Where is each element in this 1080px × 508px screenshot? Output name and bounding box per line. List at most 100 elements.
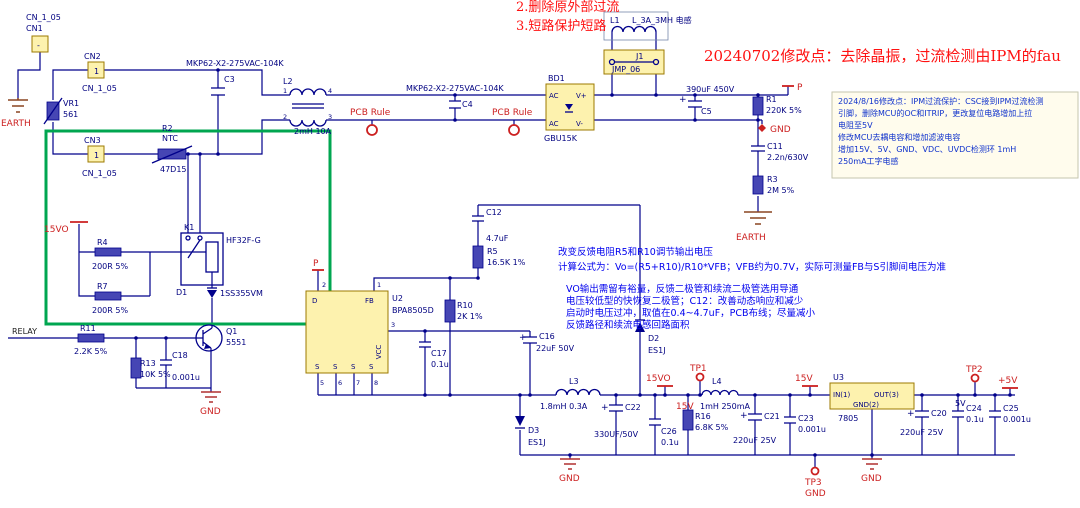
d3-value-label: ES1J [528, 438, 546, 447]
ic-u3[interactable]: U3 IN(1) OUT(3) GND(2) 7805 [829, 373, 915, 423]
capacitor-c4[interactable]: C4 [449, 100, 473, 109]
k1-body[interactable] [180, 232, 224, 286]
resistor-r3[interactable]: R3 2M 5% [752, 175, 795, 195]
connector-cn3[interactable]: CN3 1 CN_1_05 [82, 136, 117, 178]
u2-body[interactable] [305, 290, 389, 374]
u2-pin2-number: 2 [322, 281, 326, 289]
power-port-p-u2[interactable]: P [312, 259, 324, 271]
ntc-r2[interactable]: R2 NTC 47D15 [151, 124, 193, 174]
u2-pin1-number: 1 [377, 281, 381, 289]
connector-cn1[interactable]: CN_1_05 CN1 - [26, 13, 61, 53]
capacitor-c16[interactable]: + C16 22uF 50V [519, 332, 575, 353]
capacitor-c24[interactable]: C24 0.1u [952, 404, 984, 424]
c25-ref-label: C25 [1003, 404, 1019, 413]
resistor-r13[interactable]: R13 10K 5% [130, 357, 171, 379]
capacitor-c11[interactable]: C11 2.2n/630V [751, 142, 809, 162]
c12-value-label: 4.7uF [486, 234, 509, 243]
gnd-diamond-port[interactable]: GND [758, 124, 791, 135]
r2-value-label: 47D15 [160, 165, 187, 174]
capacitor-c17[interactable]: C17 0.1u [419, 341, 449, 369]
bd1-diode-icon [565, 104, 573, 110]
bridge-bd1[interactable]: BD1 AC V+ AC V- GBU15K [544, 74, 595, 143]
q1-ref-label: Q1 [226, 327, 237, 336]
varistor-vr1[interactable]: VR1 561 [43, 97, 79, 125]
c18-ref-label: C18 [172, 351, 188, 360]
c20-value-label: 220uF 25V [900, 428, 944, 437]
c24-value-label: 0.1u [966, 415, 984, 424]
relay-k1[interactable]: K1 HF32F-G [180, 223, 261, 286]
p-net-label-2: P [313, 259, 319, 269]
fb-block-line-1: VO输出需留有裕量，反馈二极管和续流二极管选用导通 [566, 283, 799, 295]
power-port-p-bus[interactable]: P [782, 83, 803, 93]
c20-ref-label: C20 [931, 409, 947, 418]
capacitor-c23[interactable]: C23 0.001u [784, 414, 826, 434]
u3-body[interactable] [829, 382, 915, 410]
capacitor-c18[interactable]: C18 0.001u [160, 351, 200, 382]
d2-value-label: ES1J [648, 346, 666, 355]
resistor-r1[interactable]: R1 220K 5% [752, 95, 802, 116]
tp3-pad-icon[interactable] [810, 466, 820, 476]
tp1-pad-icon[interactable] [695, 372, 705, 382]
d1-value-label: 1SS355VM [220, 289, 263, 298]
u2-pin6-number: 6 [338, 379, 342, 387]
bd1-pin-ac1: AC [549, 92, 559, 100]
resistor-r4[interactable]: R4 200R 5% [92, 238, 128, 271]
inductor-l3[interactable]: L3 1.8mH 0.3A [540, 377, 601, 411]
capacitor-c12[interactable]: C12 4.7uF [472, 208, 509, 243]
bd1-value-label: GBU15K [544, 134, 578, 143]
ic-u2[interactable]: U2 BPA8505D D FB 2 1 3 VCC S S S S 5 6 7… [305, 281, 434, 387]
testpoint-tp1[interactable]: TP1 [689, 364, 707, 382]
transistor-q1[interactable]: Q1 5551 [195, 324, 246, 352]
capacitor-c3[interactable]: C3 [211, 75, 235, 96]
resistor-r7[interactable]: R7 200R 5% [92, 282, 128, 315]
pcb-rule-icon-1[interactable] [366, 124, 378, 136]
cn1-body[interactable] [31, 35, 49, 53]
diode-d1[interactable]: D1 1SS355VM [176, 287, 263, 298]
r10-value-label: 2K 1% [457, 312, 483, 321]
capacitor-c26[interactable]: C26 0.1u [649, 418, 679, 447]
pcb-rule-directive-2[interactable]: PCB Rule [492, 108, 533, 136]
c3-ref-label: C3 [224, 75, 235, 84]
capacitor-c20[interactable]: + C20 220uF 25V [900, 409, 947, 437]
jumper-j1[interactable]: J1 JMP_06 [603, 49, 665, 75]
r7-value-label: 200R 5% [92, 306, 128, 315]
r7-ref-label: R7 [97, 282, 108, 291]
bd1-pin-vplus: V+ [576, 92, 587, 100]
inductor-l1[interactable]: L1 L_3A_3MH 电感 [603, 11, 692, 41]
testpoint-tp2[interactable]: TP2 [965, 365, 983, 383]
pcb-rule-directive-1[interactable]: PCB Rule [350, 108, 391, 136]
c26-value-label: 0.1u [661, 438, 679, 447]
c16-plus-sign: + [519, 333, 527, 343]
tp2-label: TP2 [965, 365, 983, 375]
resistor-r11[interactable]: R11 2.2K 5% [74, 324, 108, 356]
gnd-symbol-rail-2: GND [861, 458, 882, 484]
inductor-l4[interactable]: L4 15V 1mH 250mA [676, 377, 751, 412]
j1-value-label: JMP_06 [611, 65, 640, 74]
resistor-r10[interactable]: R10 2K 1% [444, 299, 483, 323]
power-port-15vo-left[interactable]: 15VO [44, 221, 88, 235]
tp2-pad-icon[interactable] [970, 373, 980, 383]
power-port-15v[interactable]: 15V [795, 374, 818, 387]
connector-cn2[interactable]: CN2 1 CN_1_05 [82, 52, 117, 93]
note-box-line-4: 修改MCU去耦电容和增加滤波电容 [838, 132, 960, 142]
c5-ref-label: C5 [701, 107, 712, 116]
resistor-r5[interactable]: R5 16.5K 1% [472, 245, 526, 269]
power-port-15vo-rail[interactable]: 15VO [646, 374, 673, 387]
cn2-body[interactable] [87, 61, 105, 79]
power-port-5v[interactable]: +5V [998, 376, 1018, 389]
vr1-value-label: 561 [63, 110, 78, 119]
choke-l2[interactable]: L2 1 4 2 3 2mH 10A [283, 77, 332, 136]
c23-value-label: 0.001u [798, 425, 826, 434]
testpoint-tp3[interactable]: TP3 GND [804, 466, 826, 500]
capacitor-c25[interactable]: C25 0.001u [989, 404, 1031, 424]
junction-dots [134, 68, 1012, 457]
diode-d2[interactable]: D2 ES1J [635, 319, 666, 355]
cn3-body[interactable] [87, 145, 105, 163]
capacitor-c5[interactable]: 390uF 450V + C5 [679, 85, 735, 116]
resistor-r16[interactable]: R16 6.8K 5% [682, 409, 729, 432]
pcb-rule-icon-2[interactable] [508, 124, 520, 136]
capacitor-c21[interactable]: + C21 220uF 25V [733, 411, 780, 445]
capacitor-c22[interactable]: + C22 330UF/50V [594, 403, 641, 439]
d2-diode-icon [635, 322, 645, 332]
diode-d3[interactable]: D3 ES1J [515, 416, 546, 447]
